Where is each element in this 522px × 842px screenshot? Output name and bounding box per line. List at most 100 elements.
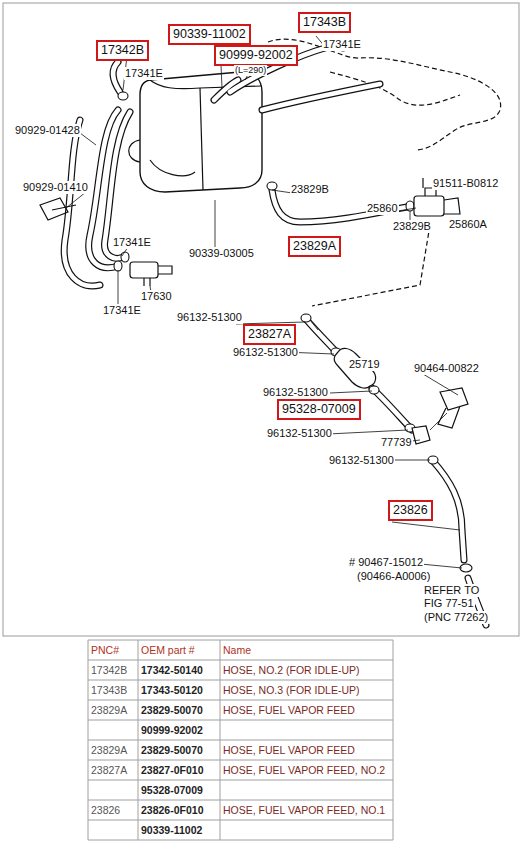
table-header: Name <box>223 644 251 657</box>
hose <box>372 388 412 430</box>
callout-number: 90464-00822 <box>413 362 480 375</box>
hose-inner <box>262 84 380 110</box>
table-cell: 23829A <box>91 704 127 717</box>
hose <box>113 62 120 92</box>
table-cell: 95328-07009 <box>141 784 203 797</box>
canister-edge <box>200 88 203 190</box>
hose-inner <box>113 62 120 92</box>
table-cell: 17342B <box>91 664 127 677</box>
leader-lines <box>66 36 470 568</box>
vsv-body <box>414 196 444 216</box>
table-cell: HOSE, FUEL VAPOR FEED <box>223 744 355 757</box>
table-cell: 23827-0F010 <box>141 764 203 777</box>
part-number: 90339-11002 <box>173 27 246 42</box>
table-cell: 23829-50070 <box>141 704 203 717</box>
part-number: 95328-07009 <box>282 402 356 417</box>
callout-number: 25860A <box>448 218 488 231</box>
vsv-pins <box>144 266 172 286</box>
callout-number: 96132-51300 <box>232 346 299 359</box>
callout-number: 90929-01410 <box>22 181 89 194</box>
table-cell: 23829-50070 <box>141 744 203 757</box>
hose-bracket <box>40 198 76 220</box>
hose-inner <box>64 120 100 286</box>
canister-clamp <box>150 160 195 176</box>
part-number: 90999-92002 <box>219 48 293 63</box>
hose-group <box>64 45 486 625</box>
clamp-group <box>114 41 472 572</box>
callout-number: 17341E <box>322 38 362 51</box>
callout-box: 95328-07009 <box>277 399 361 420</box>
table-cell: HOSE, NO.3 (FOR IDLE-UP) <box>223 684 360 697</box>
charcoal-canister <box>140 72 262 192</box>
table-cell: HOSE, FUEL VAPOR FEED, NO.1 <box>223 804 385 817</box>
callout-box: 17342B <box>96 40 149 61</box>
callout-number: 23829B <box>392 220 432 233</box>
clip <box>412 426 430 444</box>
reference-note: (PNC 77262) <box>423 611 489 624</box>
reference-note: REFER TO <box>423 584 480 597</box>
hose <box>432 460 464 560</box>
callout-number: 96132-51300 <box>266 427 333 440</box>
vsv-bracket <box>425 188 460 214</box>
table-cell: 90999-92002 <box>141 724 203 737</box>
callout-box: 90339-11002 <box>168 24 251 45</box>
callout-number: 17341E <box>102 304 142 317</box>
table-cell: HOSE, FUEL VAPOR FEED, NO.2 <box>223 764 385 777</box>
part-number: 23829A <box>293 239 336 254</box>
table-cell: HOSE, NO.2 (FOR IDLE-UP) <box>223 664 360 677</box>
reference-note: FIG 77-51 <box>423 597 475 610</box>
table-cell: 23826 <box>91 804 120 817</box>
hose-bracket <box>438 388 468 428</box>
callout-number: (L=290) <box>234 65 267 76</box>
table-cell: 17343B <box>91 684 127 697</box>
table-cell: 17342-50140 <box>141 664 203 677</box>
table-cell: 17343-50120 <box>141 684 203 697</box>
callout-number: 96132-51300 <box>328 454 395 467</box>
canister-mount <box>129 140 140 162</box>
callout-number: 23829B <box>290 183 330 196</box>
callout-number: 17341E <box>112 236 152 249</box>
clamp <box>369 386 379 394</box>
callout-number: 91511-B0812 <box>432 177 499 190</box>
table-header: PNC# <box>91 644 119 657</box>
callout-number: 77739 <box>380 436 413 449</box>
hose <box>305 318 340 356</box>
callout-box: 23826 <box>388 500 433 521</box>
callout-number: 96132-51300 <box>262 386 329 399</box>
table-cell: 90339-11002 <box>141 824 202 837</box>
table-header: OEM part # <box>141 644 195 657</box>
clamp <box>267 182 277 190</box>
part-number: 23826 <box>393 503 428 518</box>
hose-inner <box>214 80 238 100</box>
reference-note: # 90467-15012 <box>348 556 424 569</box>
table-cell: 23826-0F010 <box>141 804 203 817</box>
table-grid <box>88 640 393 840</box>
clamp <box>121 252 129 262</box>
clamp <box>301 314 311 322</box>
clamp <box>118 92 128 100</box>
bolt <box>422 178 423 188</box>
part-number: 17343B <box>303 15 346 30</box>
callout-number: 90339-03005 <box>188 247 255 260</box>
table-cell: 23827A <box>91 764 127 777</box>
part-number: 17342B <box>101 43 144 58</box>
callout-number: 25860 <box>366 202 399 215</box>
callout-number: 25719 <box>348 358 381 371</box>
table-cell: HOSE, FUEL VAPOR FEED <box>223 704 355 717</box>
callout-box: 23827A <box>243 324 296 345</box>
table-cell: 23829A <box>91 744 127 757</box>
clamp <box>114 261 122 271</box>
hose-inner <box>305 318 340 356</box>
hose-inner <box>372 388 412 430</box>
diagram-frame <box>3 3 519 636</box>
callout-box: 90999-92002 <box>214 45 298 66</box>
callout-number: 17630 <box>140 290 173 303</box>
reference-note: (90466-A0006) <box>356 570 431 583</box>
callout-number: 17341E <box>124 67 164 80</box>
part-number: 23827A <box>248 327 291 342</box>
hose-inner <box>432 460 464 560</box>
vsv-body <box>130 262 158 278</box>
hose <box>262 84 380 110</box>
callout-box: 23829A <box>288 236 341 257</box>
